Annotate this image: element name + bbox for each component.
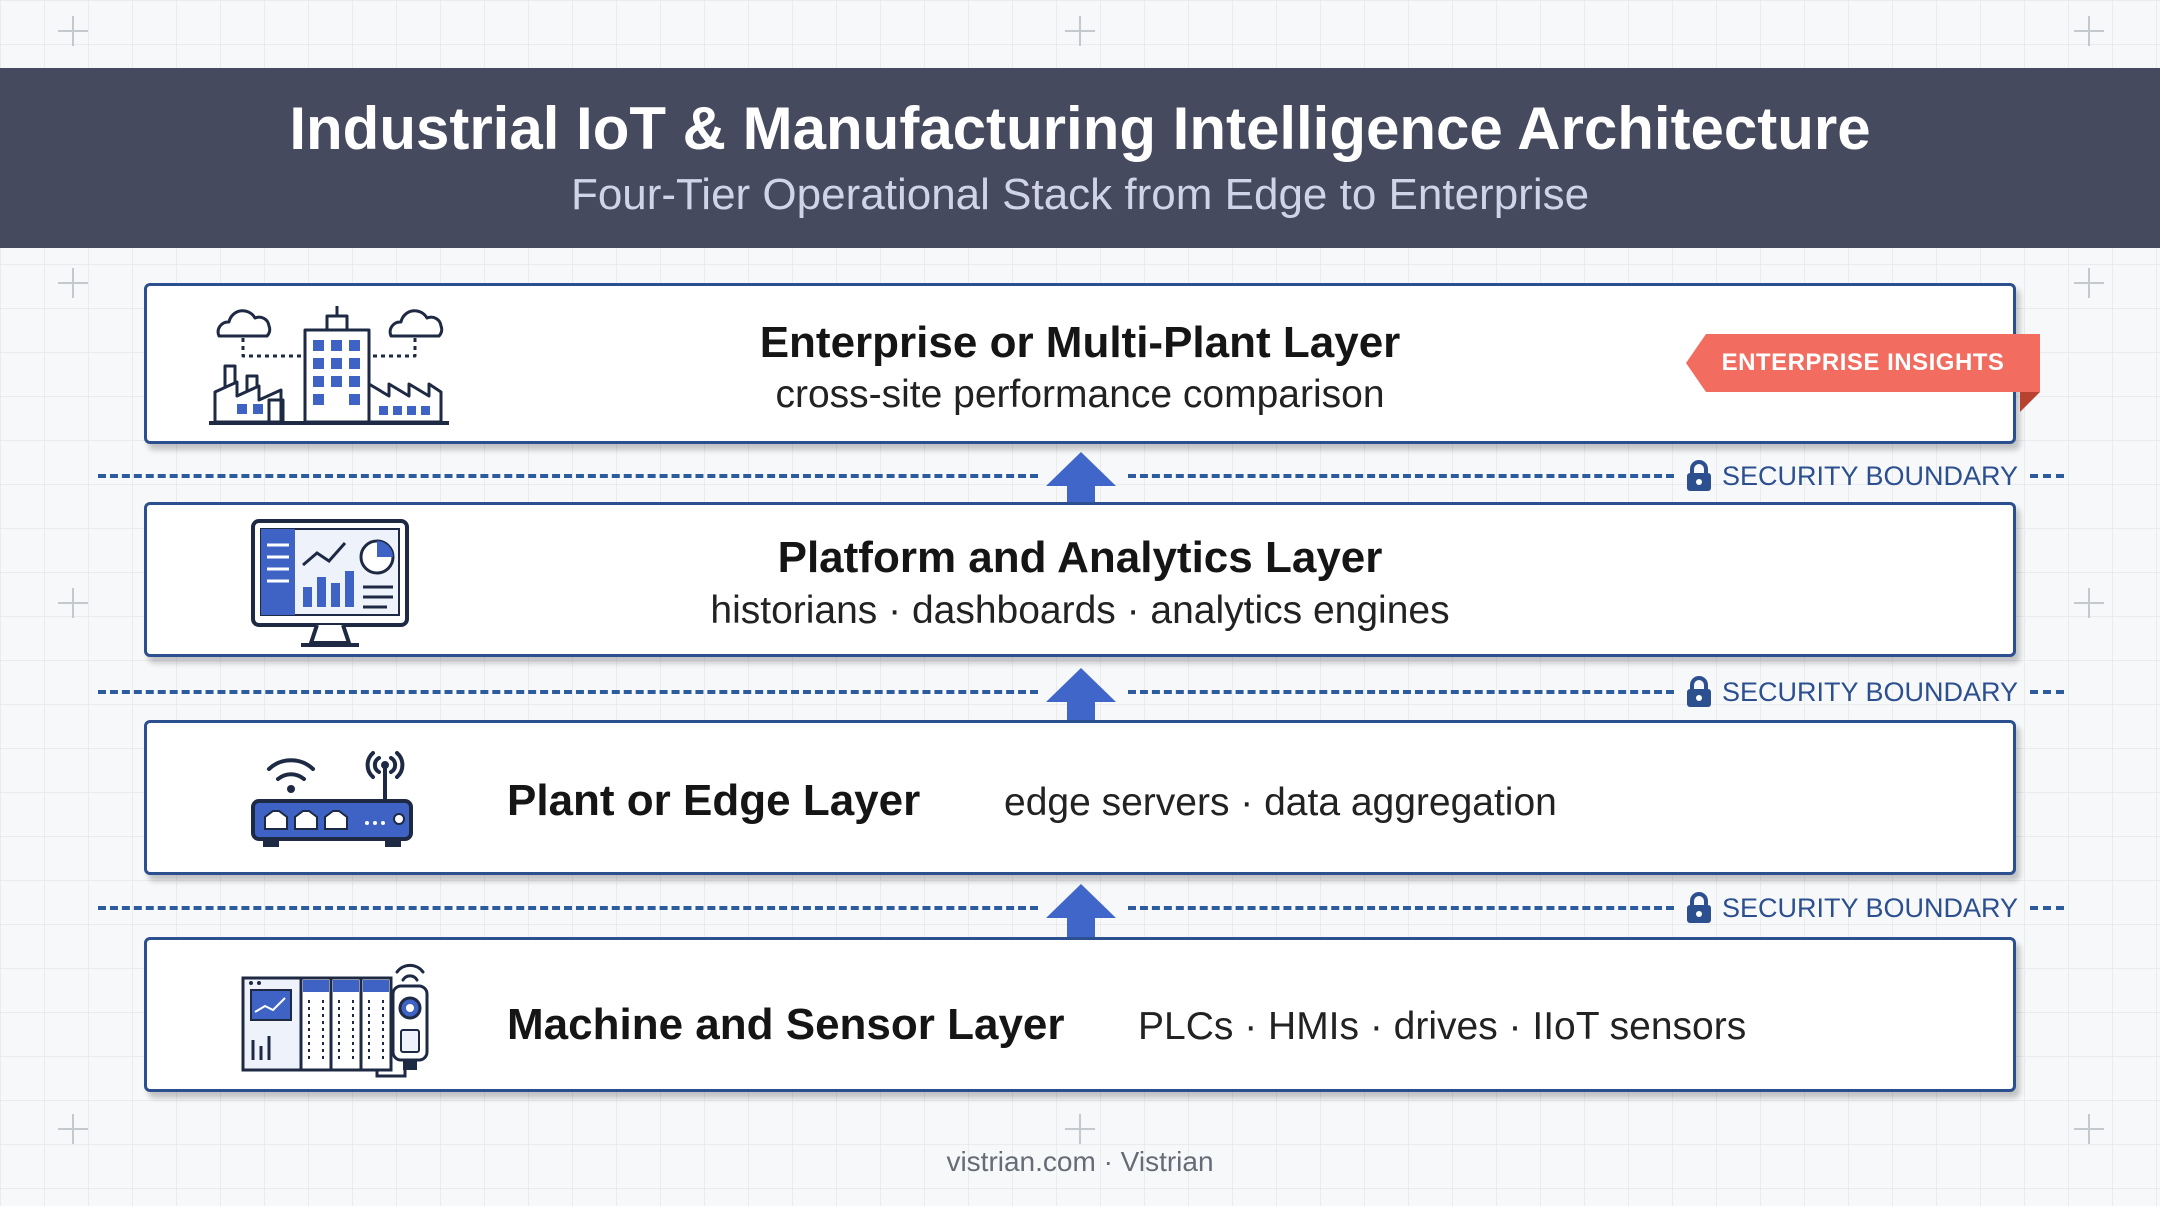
lock-icon [1687,892,1711,923]
layer-name: Plant or Edge Layer [507,776,921,825]
security-boundary-line [98,906,1038,910]
security-boundary-label: SECURITY BOUNDARY [1686,672,2018,712]
lock-icon [1687,676,1711,707]
security-boundary-line [1128,906,1674,910]
grid-cross-mark [58,268,88,298]
security-boundary-line [2030,690,2064,694]
layer-description: historians · dashboards · analytics engi… [710,589,1450,632]
grid-cross-mark [1065,1114,1095,1144]
layer-name: Platform and Analytics Layer [777,533,1383,582]
security-boundary-text: SECURITY BOUNDARY [1722,676,2019,707]
security-boundary-label: SECURITY BOUNDARY [1686,456,2018,496]
grid-cross-mark [58,16,88,46]
grid-cross-mark [58,1114,88,1144]
footer-credit: vistrian.com · Vistrian [946,1146,1214,1177]
layer-name: Enterprise or Multi-Plant Layer [759,318,1401,367]
up-arrow-icon [1046,884,1116,956]
lock-icon [1687,460,1711,491]
security-boundary-line [98,474,1038,478]
up-arrow-icon [1046,668,1116,740]
plc-sensor-icon [241,963,429,1078]
layer-plant-edge: Plant or Edge Layer edge servers · data … [144,720,2016,875]
grid-cross-mark [58,588,88,618]
factory-city-icon [209,306,449,425]
layer-description: PLCs · HMIs · drives · IIoT sensors [1138,1005,1747,1048]
layer-platform: Platform and Analytics Layer historians … [144,502,2016,657]
security-boundary-line [2030,474,2064,478]
security-boundary-text: SECURITY BOUNDARY [1722,460,2019,491]
grid-cross-mark [2074,268,2104,298]
layer-name: Machine and Sensor Layer [507,1000,1065,1049]
grid-cross-mark [2074,588,2104,618]
security-boundary-label: SECURITY BOUNDARY [1686,888,2018,928]
layer-description: cross-site performance comparison [775,373,1385,416]
router-icon [251,751,413,847]
security-boundary-line [1128,474,1674,478]
grid-cross-mark [2074,1114,2104,1144]
page-subtitle: Four-Tier Operational Stack from Edge to… [570,170,1590,219]
page-title: Industrial IoT & Manufacturing Intellige… [289,95,1871,162]
security-boundary-line [2030,906,2064,910]
grid-cross-mark [1065,16,1095,46]
monitor-dashboard-icon [251,519,409,647]
badge-ribbon-shape [1686,334,2040,412]
layer-machine-sensor: Machine and Sensor Layer PLCs · HMIs · d… [144,937,2016,1092]
enterprise-insights-badge: ENTERPRISE INSIGHTS [1721,349,2005,376]
security-boundary-text: SECURITY BOUNDARY [1722,892,2019,923]
security-boundary-line [98,690,1038,694]
title-banner: Industrial IoT & Manufacturing Intellige… [0,68,2160,248]
up-arrow-icon [1046,452,1116,524]
layer-description: edge servers · data aggregation [1004,781,1557,824]
grid-cross-mark [2074,16,2104,46]
security-boundary-line [1128,690,1674,694]
